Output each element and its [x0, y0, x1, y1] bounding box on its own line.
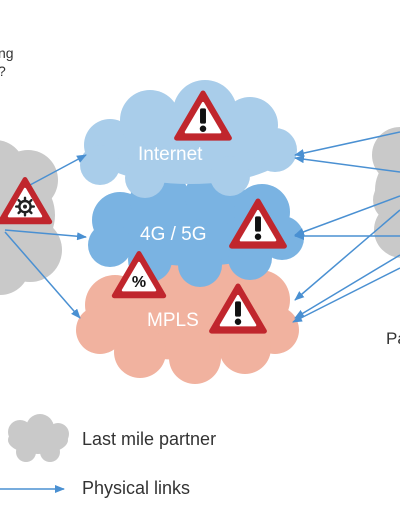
cellular-label: 4G / 5G [140, 224, 207, 245]
partner-cloud-right [372, 127, 400, 258]
link-left-cellular [4, 229, 87, 241]
percent-warning-icon: % [114, 253, 164, 295]
legend-cloud-icon [8, 414, 69, 462]
mpls-warning-icon [212, 286, 265, 331]
legend-link-label: Physical links [82, 478, 191, 498]
link-right-mpls-b [294, 254, 400, 319]
link-right-cellular-a [294, 195, 400, 236]
cellular-cloud [88, 166, 304, 287]
cellular-warning-icon [232, 201, 285, 246]
mpls-label: MPLS [147, 310, 199, 331]
top-left-text-line-2: ? [0, 62, 14, 80]
top-left-text-line-1: ng [0, 45, 14, 61]
gear-warning-icon [0, 179, 50, 221]
right-partner-label: Pa [386, 329, 400, 348]
physical-links [4, 131, 400, 323]
link-right-internet-a [294, 131, 400, 157]
svg-text:%: % [132, 274, 146, 291]
top-left-text: ng ? [0, 44, 14, 80]
link-left-mpls [4, 231, 81, 319]
link-right-mpls-a [294, 209, 400, 301]
internet-label: Internet [138, 144, 203, 165]
link-left-internet [29, 154, 87, 186]
link-right-mpls-c [292, 267, 400, 323]
link-right-internet-b [294, 155, 400, 173]
legend-cloud-label: Last mile partner [82, 429, 217, 449]
internet-warning-icon [177, 93, 230, 138]
